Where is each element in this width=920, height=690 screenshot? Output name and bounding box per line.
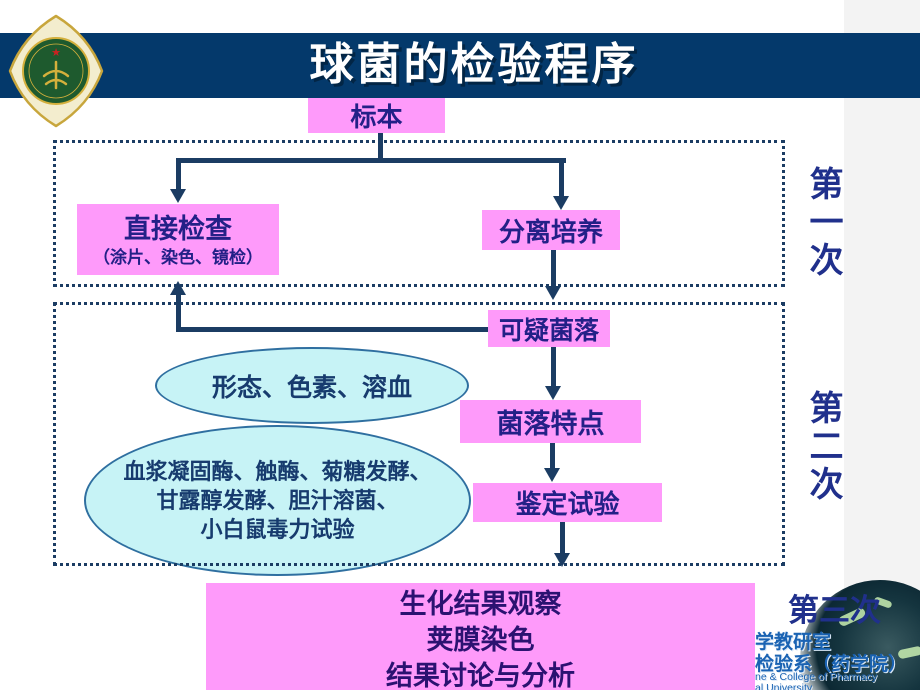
direct-exam-box: 直接检查 （涂片、染色、镜检） bbox=[77, 204, 279, 275]
connector-colony-features-shaft bbox=[551, 347, 556, 386]
connector-feedback-horizontal bbox=[176, 327, 488, 332]
arrowhead-colony-features bbox=[545, 386, 561, 400]
stage2-dashed-frame bbox=[53, 302, 785, 566]
final-results-line1: 生化结果观察 bbox=[399, 589, 562, 619]
arrowhead-direct-exam bbox=[170, 189, 186, 203]
header-band: 球菌的检验程序 bbox=[0, 33, 920, 98]
connector-feedback-vertical bbox=[176, 294, 181, 332]
colony-features-box: 菌落特点 bbox=[460, 400, 641, 443]
tests-line2: 甘露醇发酵、胆汁溶菌、 bbox=[156, 488, 399, 513]
connector-identification-shaft bbox=[550, 443, 555, 468]
final-results-box: 生化结果观察 荚膜染色 结果讨论与分析 bbox=[206, 583, 755, 690]
morphology-ellipse: 形态、色素、溶血 bbox=[155, 347, 469, 424]
identification-tests-ellipse: 血浆凝固酶、触酶、菊糖发酵、 甘露醇发酵、胆汁溶菌、 小白鼠毒力试验 bbox=[84, 425, 471, 576]
tests-line1: 血浆凝固酶、触酶、菊糖发酵、 bbox=[123, 459, 432, 484]
footer-dept-line2: 检验系（药学院） bbox=[755, 654, 908, 675]
connector-to-suspicious-shaft bbox=[551, 250, 556, 286]
tests-line3: 小白鼠毒力试验 bbox=[200, 517, 355, 542]
footer-dept-line1: 学教研室 bbox=[755, 632, 832, 653]
connector-branch-horizontal bbox=[176, 158, 566, 163]
isolation-culture-box: 分离培养 bbox=[482, 210, 620, 250]
final-results-line3: 结果讨论与分析 bbox=[386, 661, 575, 690]
specimen-box: 标本 bbox=[308, 98, 445, 133]
connector-specimen-down bbox=[378, 133, 383, 162]
connector-direct-exam-shaft bbox=[176, 158, 181, 189]
footer-dept-line3: ne & College of Pharmacy bbox=[755, 671, 877, 683]
arrowhead-feedback-up bbox=[170, 281, 186, 295]
stage1-dashed-frame bbox=[53, 140, 785, 287]
direct-exam-label: 直接检查 bbox=[124, 213, 232, 244]
connector-results-shaft bbox=[560, 522, 565, 553]
right-gray-strip bbox=[844, 0, 920, 690]
page-title: 球菌的检验程序 bbox=[309, 40, 639, 89]
connector-isolation-shaft bbox=[559, 158, 564, 196]
university-emblem-icon: ★ bbox=[6, 14, 106, 128]
identification-test-box: 鉴定试验 bbox=[473, 483, 662, 522]
stage-label-second: 第二次 bbox=[804, 390, 842, 504]
arrowhead-suspicious-colony bbox=[545, 286, 561, 300]
arrowhead-isolation bbox=[553, 196, 569, 210]
arrowhead-results bbox=[554, 553, 570, 567]
arrowhead-identification bbox=[544, 468, 560, 482]
footer-dept-line4: al University bbox=[755, 682, 813, 690]
svg-text:★: ★ bbox=[51, 47, 61, 59]
suspicious-colony-box: 可疑菌落 bbox=[488, 310, 610, 347]
direct-exam-note: （涂片、染色、镜检） bbox=[93, 247, 263, 267]
final-results-line2: 荚膜染色 bbox=[426, 625, 535, 655]
stage-label-third: 第三次 bbox=[788, 593, 881, 628]
stage-label-first: 第一次 bbox=[804, 166, 842, 280]
